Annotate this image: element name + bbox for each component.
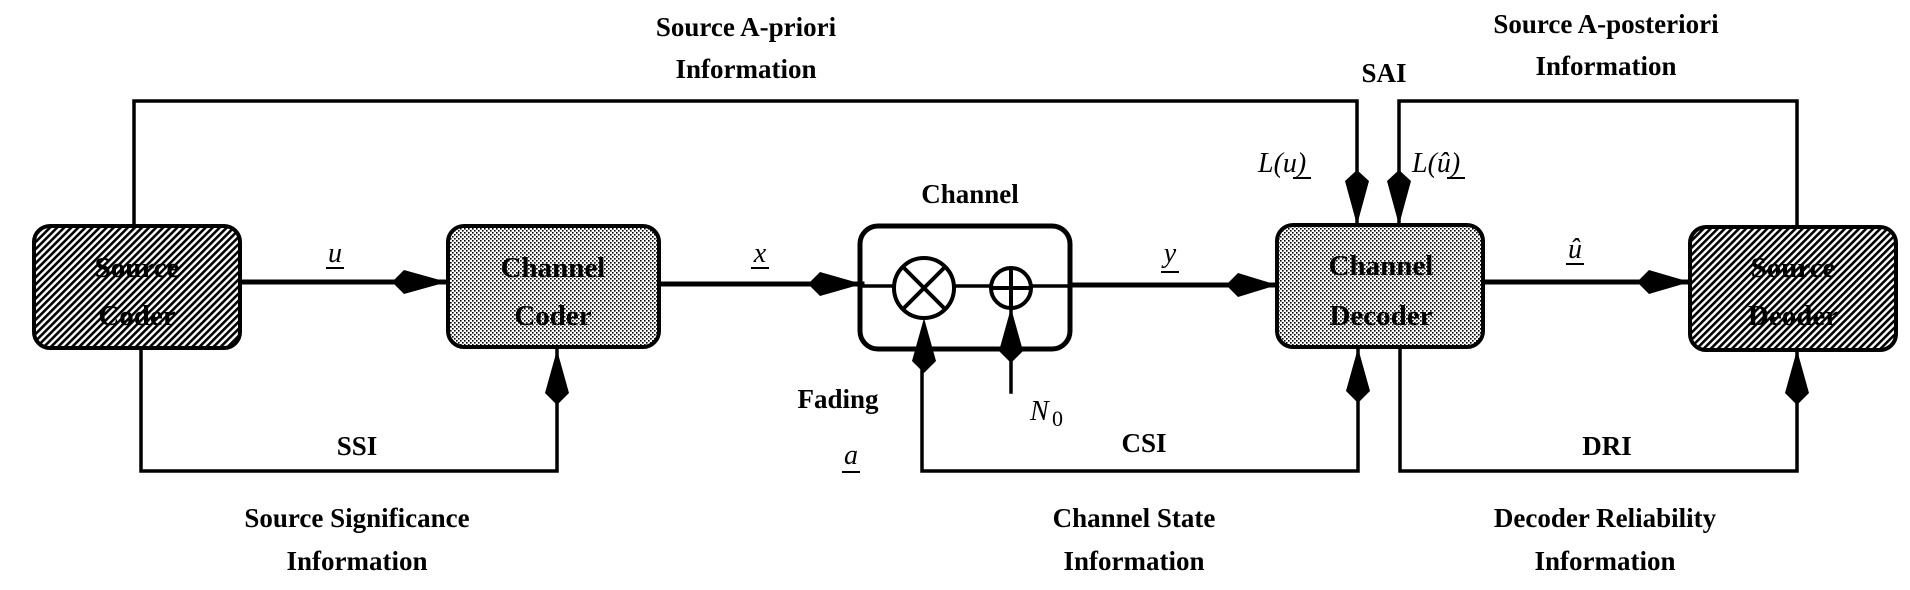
source-decoder-label-line2: Deoder xyxy=(1748,300,1838,332)
arrow-noise xyxy=(999,308,1023,363)
source-coder-label-line1: Source xyxy=(95,252,180,284)
channel-title: Channel xyxy=(921,179,1019,209)
fading-label: Fading xyxy=(797,384,879,414)
adder-icon xyxy=(989,266,1033,310)
apriori-caption: Source A-priori Information xyxy=(656,12,837,84)
svg-text:x: x xyxy=(753,238,767,269)
svg-text:Source Significance: Source Significance xyxy=(244,503,469,533)
arrow-L-u-hat xyxy=(1387,170,1411,225)
sai-apriori-wire xyxy=(132,99,1359,228)
csi-label: CSI xyxy=(1121,428,1166,458)
svg-text:N: N xyxy=(1029,396,1050,427)
svg-text:û: û xyxy=(1568,234,1582,265)
csi-caption: Channel State Information xyxy=(1053,503,1216,576)
source-coder-block: Source Coder xyxy=(32,224,242,350)
channel-coder-label-line2: Coder xyxy=(514,300,591,332)
svg-text:Information: Information xyxy=(1064,546,1205,576)
source-decoder-block: Source Deoder xyxy=(1688,225,1898,352)
channel-decoder-block: Channel Decoder xyxy=(1275,223,1485,349)
channel-decoder-label-line2: Decoder xyxy=(1329,300,1432,332)
svg-text:Decoder Reliability: Decoder Reliability xyxy=(1494,503,1717,533)
svg-text:Source A-priori: Source A-priori xyxy=(656,12,837,42)
svg-text:L(u): L(u) xyxy=(1257,148,1306,179)
svg-text:Information: Information xyxy=(287,546,428,576)
noise-label: N 0 xyxy=(1029,396,1063,431)
source-coder-label-line2: Coder xyxy=(98,300,175,332)
ssi-caption: Source Significance Information xyxy=(244,503,469,576)
svg-text:Source A-posteriori: Source A-posteriori xyxy=(1493,9,1719,39)
multiplier-icon xyxy=(892,256,956,320)
dri-label: DRI xyxy=(1582,431,1632,461)
channel-block: Channel xyxy=(857,179,1073,352)
ssi-label: SSI xyxy=(337,431,378,461)
arrow-u xyxy=(392,270,447,294)
channel-coder-block: Channel Coder xyxy=(446,224,661,349)
signal-u-hat-label: û xyxy=(1566,234,1584,265)
arrow-ssi xyxy=(545,350,569,405)
source-decoder-label-line1: Source xyxy=(1751,252,1836,284)
svg-text:Information: Information xyxy=(1536,51,1677,81)
svg-text:Information: Information xyxy=(1535,546,1676,576)
arrow-dri xyxy=(1785,350,1809,405)
arrow-y xyxy=(1226,273,1277,297)
svg-text:a: a xyxy=(844,440,858,471)
signal-x-label: x xyxy=(751,238,769,269)
dri-wire xyxy=(1398,346,1799,473)
arrow-x xyxy=(808,272,862,296)
svg-text:y: y xyxy=(1161,238,1177,269)
channel-coder-label-line1: Channel xyxy=(501,252,606,284)
svg-text:u: u xyxy=(328,238,342,269)
ssi-wire xyxy=(139,346,559,473)
arrow-u-hat xyxy=(1637,270,1690,294)
channel-decoder-label-line1: Channel xyxy=(1329,250,1434,282)
signal-y-label: y xyxy=(1161,238,1179,273)
arrow-fading xyxy=(912,318,936,373)
arrow-L-u xyxy=(1345,170,1369,225)
L-u-label: L(u) xyxy=(1257,148,1311,179)
sai-label: SAI xyxy=(1361,58,1406,88)
signal-u-label: u xyxy=(326,238,344,269)
L-u-hat-label: L(û) xyxy=(1411,148,1465,179)
svg-text:Information: Information xyxy=(676,54,817,84)
svg-text:Channel State: Channel State xyxy=(1053,503,1216,533)
aposteriori-wire xyxy=(1397,99,1799,229)
svg-text:0: 0 xyxy=(1052,406,1063,431)
signal-a-label: a xyxy=(842,440,860,473)
csi-wire xyxy=(920,346,1360,473)
arrow-csi xyxy=(1346,348,1370,403)
svg-text:L(û): L(û) xyxy=(1411,148,1460,179)
aposteriori-caption: Source A-posteriori Information xyxy=(1493,9,1719,81)
dri-caption: Decoder Reliability Information xyxy=(1494,503,1717,576)
